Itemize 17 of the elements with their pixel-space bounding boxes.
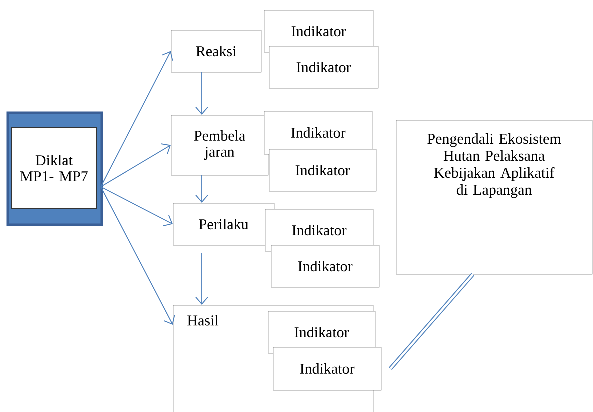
arrow: [100, 186, 176, 325]
indicator-box: Indikator: [269, 46, 379, 89]
indicator-box: Indikator: [273, 347, 382, 391]
course-box: Diklat MP1- MP7: [11, 127, 98, 210]
arrow: [100, 144, 171, 188]
stage-box: Reaksi: [171, 30, 262, 73]
indicator-box: Indikator: [269, 149, 377, 192]
arrow: [196, 252, 208, 305]
stage-box: Perilaku: [173, 203, 275, 246]
double-line: [389, 273, 475, 370]
arrow: [100, 186, 173, 227]
arrow: [100, 51, 174, 188]
goal-box: Pengendali Ekosistem Hutan Pelaksana Kebijakan Aplikatif di Lapangan: [396, 120, 593, 275]
stage-box: Pembela jaran: [171, 115, 269, 176]
arrow: [196, 174, 208, 203]
indicator-box: Indikator: [271, 245, 380, 288]
arrow: [196, 72, 208, 115]
